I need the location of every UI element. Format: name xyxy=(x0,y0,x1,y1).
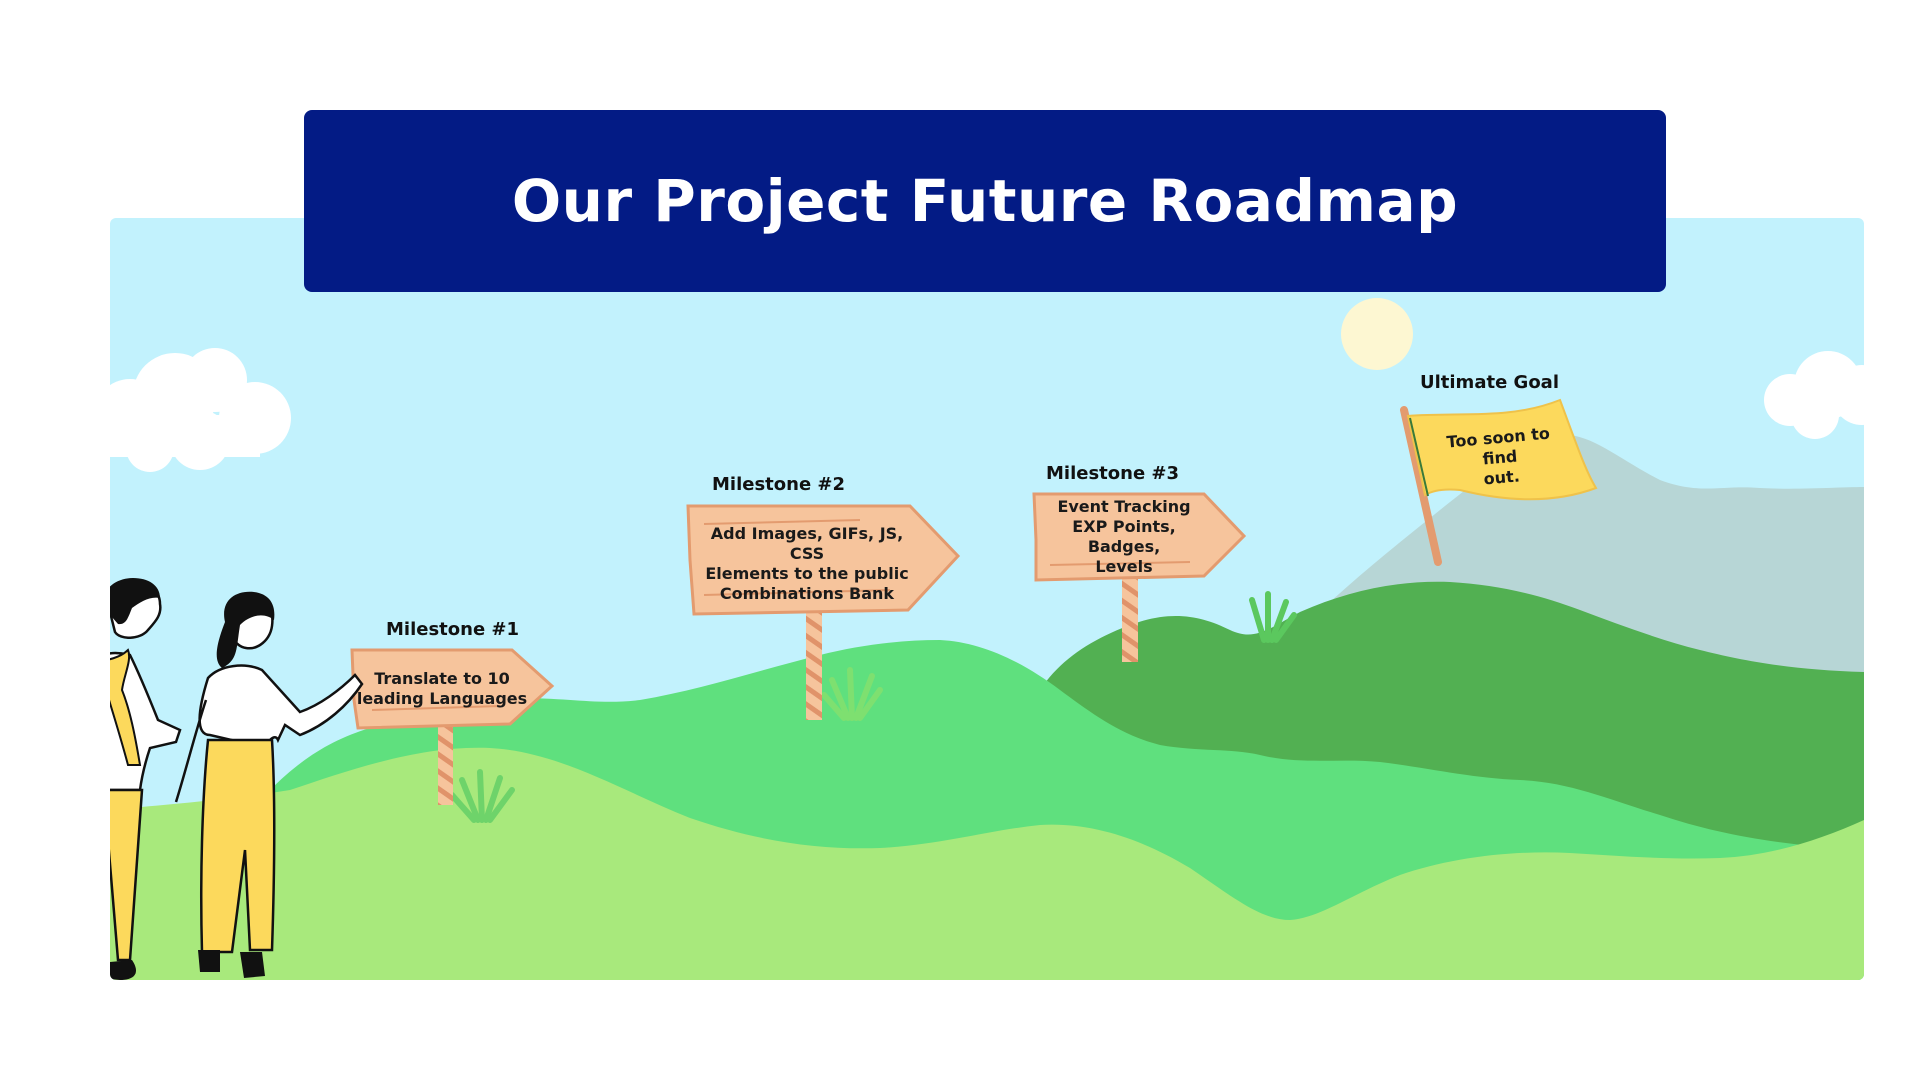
milestone-3-line-1: Event Tracking xyxy=(1057,497,1191,516)
cloud-right xyxy=(1764,351,1864,439)
sign-post-2 xyxy=(806,610,822,720)
sign-board-2 xyxy=(686,504,961,616)
sign-post-3 xyxy=(1122,570,1138,662)
ultimate-goal-text: Too soon to find out. xyxy=(1428,422,1573,494)
milestone-3-label: Milestone #3 xyxy=(1046,463,1180,484)
milestone-2-line-1: Add Images, GIFs, JS, CSS xyxy=(710,524,904,563)
milestone-1-line-2: leading Languages xyxy=(356,689,528,708)
sign-board-1 xyxy=(350,648,555,730)
flag-pole xyxy=(1400,406,1442,566)
milestone-3-line-3: Levels xyxy=(1095,557,1153,576)
cloud-left xyxy=(110,348,291,472)
milestone-3-line-2: EXP Points, Badges, xyxy=(1072,517,1176,556)
woman-figure xyxy=(174,591,364,978)
sun xyxy=(1341,298,1413,370)
grass-tuft-2 xyxy=(821,667,883,721)
milestone-1-line-1: Translate to 10 xyxy=(374,669,510,688)
milestone-2-line-2: Elements to the public xyxy=(705,564,909,583)
milestone-2-label: Milestone #2 xyxy=(712,474,846,495)
milestone-2-text: Add Images, GIFs, JS, CSS Elements to th… xyxy=(694,524,920,603)
milestone-2-line-3: Combinations Bank xyxy=(719,584,895,603)
page-title: Our Project Future Roadmap xyxy=(511,167,1459,235)
milestone-1-text: Translate to 10 leading Languages xyxy=(356,662,528,716)
goal-flag xyxy=(1406,398,1598,501)
ultimate-goal-label: Ultimate Goal xyxy=(1420,372,1559,393)
grass-tuft-1 xyxy=(449,769,515,823)
grass-tuft-3 xyxy=(1249,591,1297,643)
milestone-3-text: Event Tracking EXP Points, Badges, Level… xyxy=(1036,497,1212,576)
title-banner: Our Project Future Roadmap xyxy=(304,110,1666,292)
hill-front xyxy=(110,747,1864,980)
sign-board-3 xyxy=(1032,492,1247,582)
man-figure xyxy=(110,578,182,980)
sign-post-1 xyxy=(438,720,453,805)
milestone-1-label: Milestone #1 xyxy=(386,619,520,640)
